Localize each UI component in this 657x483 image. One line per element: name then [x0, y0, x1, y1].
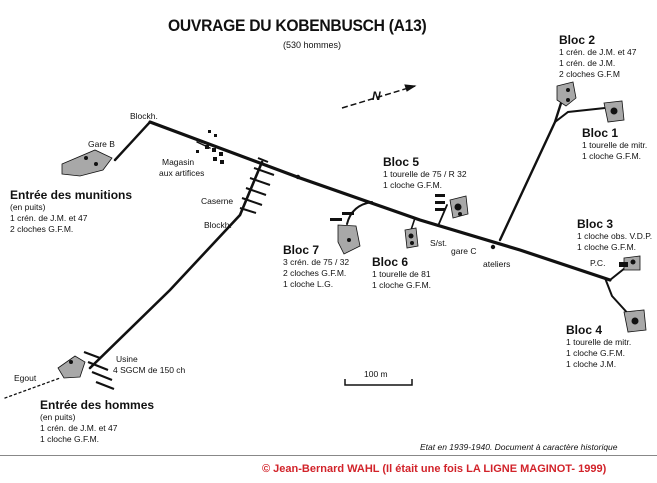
s-st-label: S/st.: [430, 238, 448, 248]
entree-hommes-info: Entrée des hommes (en puits) 1 crén. de …: [40, 398, 154, 444]
bloc4-name: Bloc 4: [566, 323, 603, 337]
magasin-aux-artifices: [196, 130, 224, 164]
usine-block: [83, 350, 115, 391]
bloc1-gallery: [554, 107, 606, 123]
usine-detail-label: 4 SGCM de 150 ch: [113, 365, 186, 375]
bloc7-line: 3 crén. de 75 / 32: [283, 257, 350, 268]
egout-label: Egout: [14, 373, 37, 383]
bloc1-line: 1 cloche G.F.M.: [582, 151, 642, 162]
scale-label: 100 m: [364, 369, 388, 379]
bloc2-info: Bloc 2 1 crén. de J.M. et 47 1 crén. de …: [559, 33, 636, 79]
entree-hommes-line: (en puits): [40, 412, 76, 423]
north-label: N: [372, 89, 381, 103]
bloc5-gallery: [437, 204, 448, 227]
bloc5-line: 1 tourelle de 75 / R 32: [383, 169, 467, 180]
magasin-label: Magasin: [162, 157, 195, 167]
blockh-mid-label: Blockh.: [204, 220, 232, 230]
bloc2-line: 1 crén. de J.M. et 47: [559, 47, 637, 58]
bloc6-line: 1 cloche G.F.M.: [372, 280, 432, 291]
bloc5-info: Bloc 5 1 tourelle de 75 / R 32 1 cloche …: [383, 155, 467, 191]
bloc4-line: 1 cloche G.F.M.: [566, 348, 626, 359]
gare-c-label: gare C: [451, 246, 477, 256]
bloc3-info: Bloc 3 1 cloche obs. V.D.P. 1 cloche G.F…: [577, 217, 652, 253]
entree-munitions-line: 2 cloches G.F.M.: [10, 223, 74, 234]
bloc4-info: Bloc 4 1 tourelle de mitr. 1 cloche G.F.…: [566, 323, 631, 369]
north-arrow: [341, 84, 417, 109]
footer-note: Etat en 1939-1940. Document à caractère …: [420, 442, 618, 452]
bloc2-line: 2 cloches G.F.M: [559, 68, 620, 79]
bloc5-line: 1 cloche G.F.M.: [383, 180, 443, 191]
scale-bar: [344, 379, 413, 386]
entree-hommes-line: 1 crén. de J.M. et 47: [40, 423, 118, 434]
bloc1-line: 1 tourelle de mitr.: [582, 140, 648, 151]
ateliers-label: ateliers: [483, 259, 511, 269]
entree-hommes-block: [57, 355, 86, 379]
pc-label: P.C.: [590, 258, 606, 268]
diagram-subtitle: (530 hommes): [283, 40, 342, 50]
bloc1-info: Bloc 1 1 tourelle de mitr. 1 cloche G.F.…: [582, 126, 647, 162]
bloc3-line: 1 cloche obs. V.D.P.: [577, 231, 653, 242]
bloc6-line: 1 tourelle de 81: [372, 269, 431, 280]
bloc7-gallery: [346, 201, 373, 225]
bloc1-name: Bloc 1: [582, 126, 619, 140]
gare-b-label: Gare B: [88, 139, 115, 149]
munitions-gallery: [113, 120, 152, 162]
caserne-block: [239, 157, 275, 214]
bloc2-name: Bloc 2: [559, 33, 596, 47]
caserne-label: Caserne: [201, 196, 234, 206]
bloc7-info: Bloc 7 3 crén. de 75 / 32 2 cloches G.F.…: [283, 243, 349, 289]
bloc4-line: 1 tourelle de mitr.: [566, 337, 632, 348]
bloc2-line: 1 crén. de J.M.: [559, 58, 616, 69]
blockh-top-label: Blockh.: [130, 111, 158, 121]
aux-artifices-label: aux artifices: [159, 168, 205, 178]
bloc4-gallery: [604, 277, 633, 319]
entree-hommes-name: Entrée des hommes: [40, 398, 155, 412]
bloc5-name: Bloc 5: [383, 155, 420, 169]
bloc3-gallery: [609, 267, 626, 281]
bloc4-line: 1 cloche J.M.: [566, 358, 617, 369]
bloc6-info: Bloc 6 1 tourelle de 81 1 cloche G.F.M.: [372, 255, 431, 291]
bloc2-block: [556, 81, 577, 107]
bloc2-gallery: [498, 98, 564, 242]
egout-line: [4, 377, 61, 399]
bloc7-line: 2 cloches G.F.M.: [283, 268, 347, 279]
usine-label: Usine: [116, 354, 138, 364]
entree-munitions-info: Entrée des munitions (en puits) 1 crén. …: [10, 188, 132, 234]
copyright: © Jean-Bernard WAHL (Il était une fois L…: [262, 463, 607, 475]
entree-munitions-block: [61, 149, 113, 177]
hommes-gallery: [88, 160, 264, 370]
bloc7-line: 1 cloche L.G.: [283, 278, 334, 289]
entree-munitions-name: Entrée des munitions: [10, 188, 133, 202]
entree-hommes-line: 1 cloche G.F.M.: [40, 433, 100, 444]
diagram-title: OUVRAGE DU KOBENBUSCH (A13): [168, 16, 427, 35]
footer-rule: [0, 455, 657, 456]
main-gallery: [148, 120, 612, 282]
bloc7-name: Bloc 7: [283, 243, 320, 257]
entree-munitions-line: (en puits): [10, 202, 46, 213]
entree-munitions-line: 1 crén. de J.M. et 47: [10, 213, 88, 224]
bloc3-name: Bloc 3: [577, 217, 614, 231]
bloc6-name: Bloc 6: [372, 255, 409, 269]
bloc3-line: 1 cloche G.F.M.: [577, 242, 637, 253]
